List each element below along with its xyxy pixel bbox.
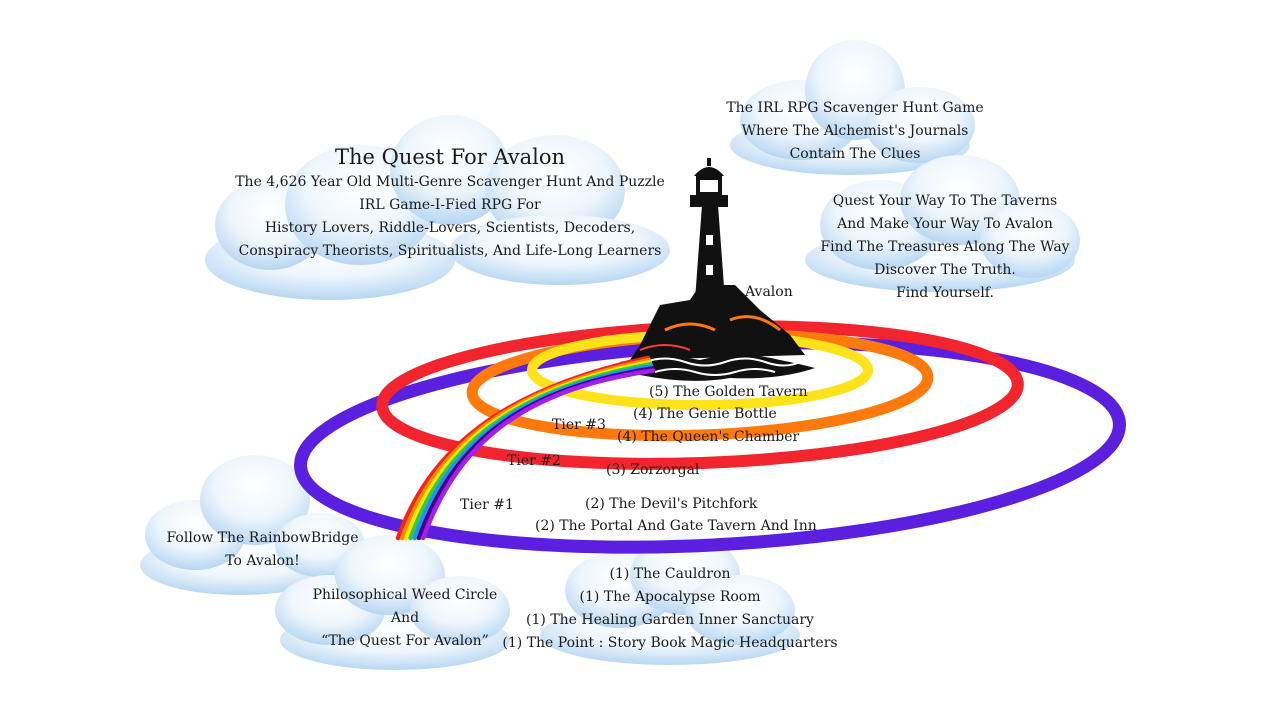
top-right-block: The IRL RPG Scavenger Hunt Game Where Th…	[700, 97, 1010, 166]
weed-line: “The Quest For Avalon”	[321, 633, 489, 649]
avalon-label: Avalon	[745, 284, 793, 300]
cloud-weed-circle	[275, 535, 510, 670]
weed-line: Philosophical Weed Circle	[312, 587, 498, 603]
rainbow-block: Follow The RainbowBridge To Avalon!	[155, 527, 370, 573]
cloud-rainbow	[140, 455, 365, 595]
location-queens-chamber: (4) The Queen's Chamber	[617, 429, 800, 445]
right-line: Discover The Truth.	[874, 262, 1016, 278]
right-block: Quest Your Way To The Taverns And Make Y…	[800, 190, 1090, 305]
bottom-line: (1) The Cauldron	[609, 566, 731, 582]
location-portal-and-gate: (2) The Portal And Gate Tavern And Inn	[535, 518, 817, 534]
weed-line: And	[390, 610, 420, 626]
bottom-line: (1) The Healing Garden Inner Sanctuary	[526, 612, 814, 628]
right-line: Find Yourself.	[896, 285, 994, 301]
title-block: The Quest For Avalon The 4,626 Year Old …	[230, 143, 670, 263]
title-heading: The Quest For Avalon	[334, 145, 566, 169]
tier-3-label: Tier #3	[552, 417, 606, 433]
location-golden-tavern: (5) The Golden Tavern	[649, 384, 808, 400]
right-line: And Make Your Way To Avalon	[837, 216, 1053, 232]
lighthouse-icon	[620, 158, 815, 381]
top-right-line: Contain The Clues	[789, 146, 921, 162]
cloud-title	[205, 115, 670, 300]
title-line: Conspiracy Theorists, Spiritualists, And…	[238, 243, 662, 259]
cloud-right	[805, 155, 1080, 292]
title-line: The 4,626 Year Old Multi-Genre Scavenger…	[235, 174, 665, 190]
rainbow-line: Follow The RainbowBridge	[166, 530, 359, 546]
bottom-block: (1) The Cauldron (1) The Apocalypse Room…	[490, 563, 850, 655]
cloud-top-right	[730, 40, 975, 175]
right-line: Quest Your Way To The Taverns	[832, 193, 1058, 209]
waves-icon	[644, 357, 801, 376]
rainbow-band	[420, 368, 656, 541]
top-right-line: The IRL RPG Scavenger Hunt Game	[726, 100, 984, 116]
right-line: Find The Treasures Along The Way	[820, 239, 1070, 255]
weed-circle-block: Philosophical Weed Circle And “The Quest…	[295, 584, 515, 653]
top-right-line: Where The Alchemist's Journals	[741, 123, 969, 139]
location-genie-bottle: (4) The Genie Bottle	[633, 406, 777, 422]
cloud-bottom	[540, 535, 800, 665]
bottom-line: (1) The Point : Story Book Magic Headqua…	[502, 635, 838, 651]
rainbow-bridge-icon	[395, 355, 656, 541]
title-line: IRL Game-I-Fied RPG For	[359, 197, 541, 213]
location-devils-pitchfork: (2) The Devil's Pitchfork	[585, 496, 758, 512]
title-line: History Lovers, Riddle-Lovers, Scientist…	[264, 220, 636, 236]
rainbow-line: To Avalon!	[225, 553, 300, 569]
location-zorzorgal: (3) Zorzorgal	[606, 462, 700, 478]
bottom-line: (1) The Apocalypse Room	[579, 589, 761, 605]
tier-2-label: Tier #2	[507, 453, 561, 469]
tier-1-label: Tier #1	[460, 497, 514, 513]
